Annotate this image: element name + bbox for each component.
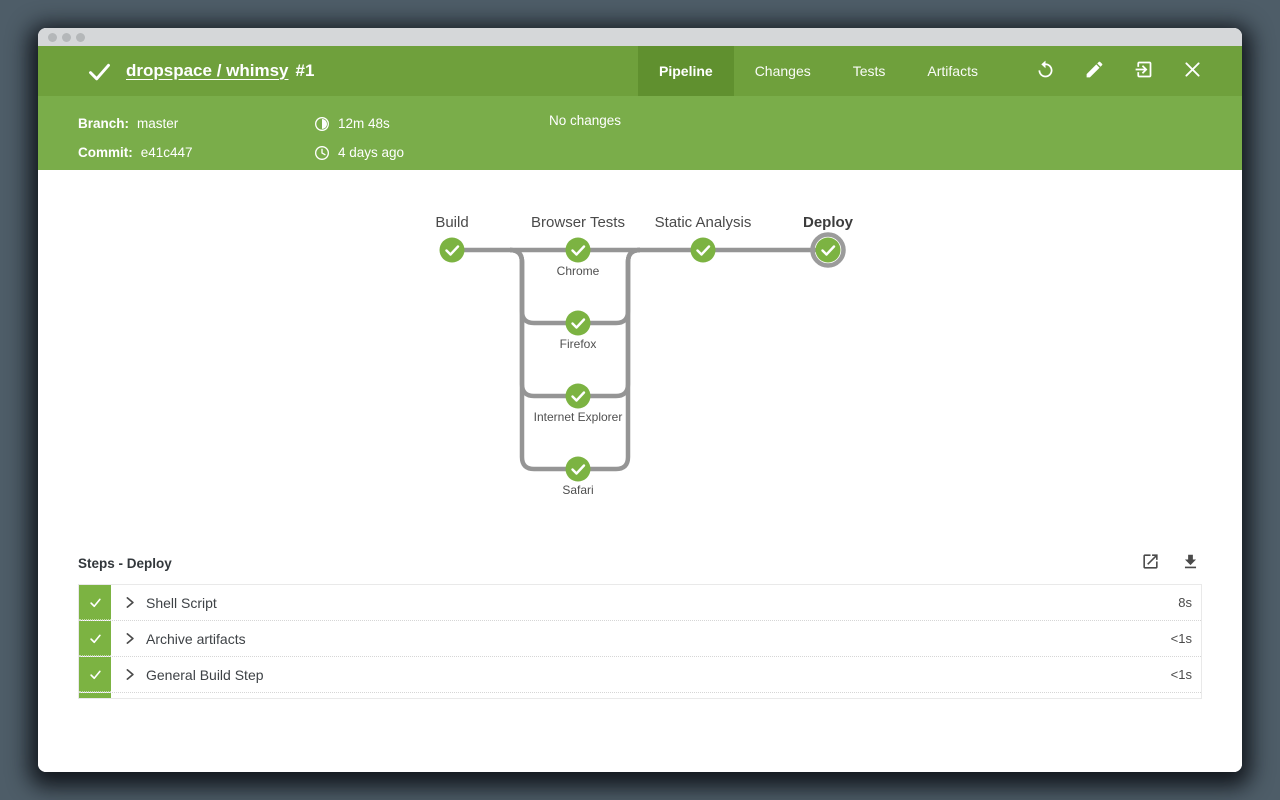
download-icon: [1181, 552, 1200, 574]
node-build[interactable]: [439, 237, 465, 263]
branch-label: Branch:: [78, 116, 130, 131]
run-duration: 12m 48s: [338, 116, 390, 131]
clock-icon: [314, 145, 330, 161]
stage-label-static-analysis: Static Analysis: [654, 214, 752, 231]
window-titlebar: [38, 28, 1242, 46]
step-duration: <1s: [1170, 631, 1192, 646]
replay-icon: [1035, 59, 1056, 83]
stopwatch-icon: [314, 116, 330, 132]
pipeline-graph: Build Browser Tests Static Analysis Depl…: [38, 170, 1242, 510]
run-header: dropspace / whimsy #1 Pipeline Changes Te…: [38, 46, 1242, 96]
commit-value: e41c447: [140, 145, 193, 160]
edit-icon: [1084, 59, 1105, 83]
steps-table: Shell Script 8s Archive artifacts <1s: [78, 584, 1202, 699]
step-success-icon: [79, 621, 111, 656]
close-icon: [1182, 59, 1203, 83]
chevron-right-icon: [126, 633, 135, 644]
tab-changes[interactable]: Changes: [754, 63, 811, 79]
steps-header-actions: [1138, 551, 1202, 575]
node-firefox[interactable]: [565, 310, 591, 336]
exit-button[interactable]: [1123, 46, 1163, 96]
exit-icon: [1133, 59, 1154, 83]
open-log-button[interactable]: [1138, 551, 1162, 575]
step-duration: <1s: [1170, 667, 1192, 682]
step-row-archive-artifacts[interactable]: Archive artifacts <1s: [79, 621, 1201, 657]
node-deploy-selection-ring: [810, 232, 846, 268]
check-icon: [86, 58, 113, 85]
window-dot[interactable]: [76, 32, 85, 42]
steps-heading: Steps - Deploy: [78, 555, 172, 571]
branch-label-chrome: Chrome: [556, 264, 600, 278]
commit-label: Commit:: [78, 145, 133, 160]
chevron-right-icon: [126, 597, 135, 608]
stage-label-build: Build: [435, 214, 469, 231]
build-number: #1: [295, 61, 315, 80]
changes-summary: No changes: [549, 113, 622, 128]
steps-status-column-stub: [79, 693, 111, 698]
stage-label-browser-tests: Browser Tests: [531, 214, 625, 231]
tab-artifacts[interactable]: Artifacts: [927, 63, 978, 79]
steps-header: Steps - Deploy: [78, 550, 1202, 576]
header-actions: [999, 46, 1242, 96]
branch-connector-safari: [509, 247, 641, 472]
external-link-icon: [1141, 552, 1160, 574]
window-dot[interactable]: [62, 32, 71, 42]
step-duration: 8s: [1178, 595, 1192, 610]
steps-section: Steps - Deploy: [78, 550, 1202, 699]
node-static-analysis[interactable]: [690, 237, 716, 263]
node-chrome[interactable]: [565, 237, 591, 263]
download-log-button[interactable]: [1178, 551, 1202, 575]
run-tabs: Pipeline Changes Tests Artifacts: [638, 46, 999, 96]
tab-pipeline[interactable]: Pipeline: [638, 46, 734, 96]
tab-tests[interactable]: Tests: [852, 63, 886, 79]
page-title: dropspace / whimsy #1: [126, 61, 314, 81]
app-window: dropspace / whimsy #1 Pipeline Changes Te…: [38, 28, 1242, 772]
step-name: Archive artifacts: [146, 630, 246, 647]
node-internet-explorer[interactable]: [565, 383, 591, 409]
run-time-ago: 4 days ago: [338, 145, 405, 160]
chevron-right-icon: [126, 669, 135, 680]
node-deploy[interactable]: [815, 237, 841, 263]
replay-button[interactable]: [1025, 46, 1065, 96]
timing-column: 12m 48s 4 days ago: [314, 109, 549, 170]
stage-label-deploy: Deploy: [802, 214, 854, 231]
branch-label-internet-explorer: Internet Explorer: [533, 410, 623, 424]
step-row-shell-script[interactable]: Shell Script 8s: [79, 585, 1201, 621]
run-details-bar: Branch: master Commit: e41c447 12m 48s 4…: [38, 96, 1242, 170]
step-success-icon: [79, 657, 111, 692]
node-safari[interactable]: [565, 456, 591, 482]
window-dot[interactable]: [48, 32, 57, 42]
step-row-general-build-step[interactable]: General Build Step <1s: [79, 657, 1201, 693]
branch-label-firefox: Firefox: [559, 337, 597, 351]
step-success-icon: [79, 585, 111, 620]
step-name: General Build Step: [146, 666, 264, 683]
close-button[interactable]: [1172, 46, 1212, 96]
run-content: Build Browser Tests Static Analysis Depl…: [38, 170, 1242, 772]
branch-commit-column: Branch: master Commit: e41c447: [78, 109, 314, 170]
pipeline-name-link[interactable]: dropspace / whimsy: [126, 61, 289, 80]
run-header-left: dropspace / whimsy #1: [38, 46, 638, 96]
edit-button[interactable]: [1074, 46, 1114, 96]
step-name: Shell Script: [146, 594, 217, 611]
branch-value: master: [137, 116, 179, 131]
branch-label-safari: Safari: [562, 483, 594, 497]
